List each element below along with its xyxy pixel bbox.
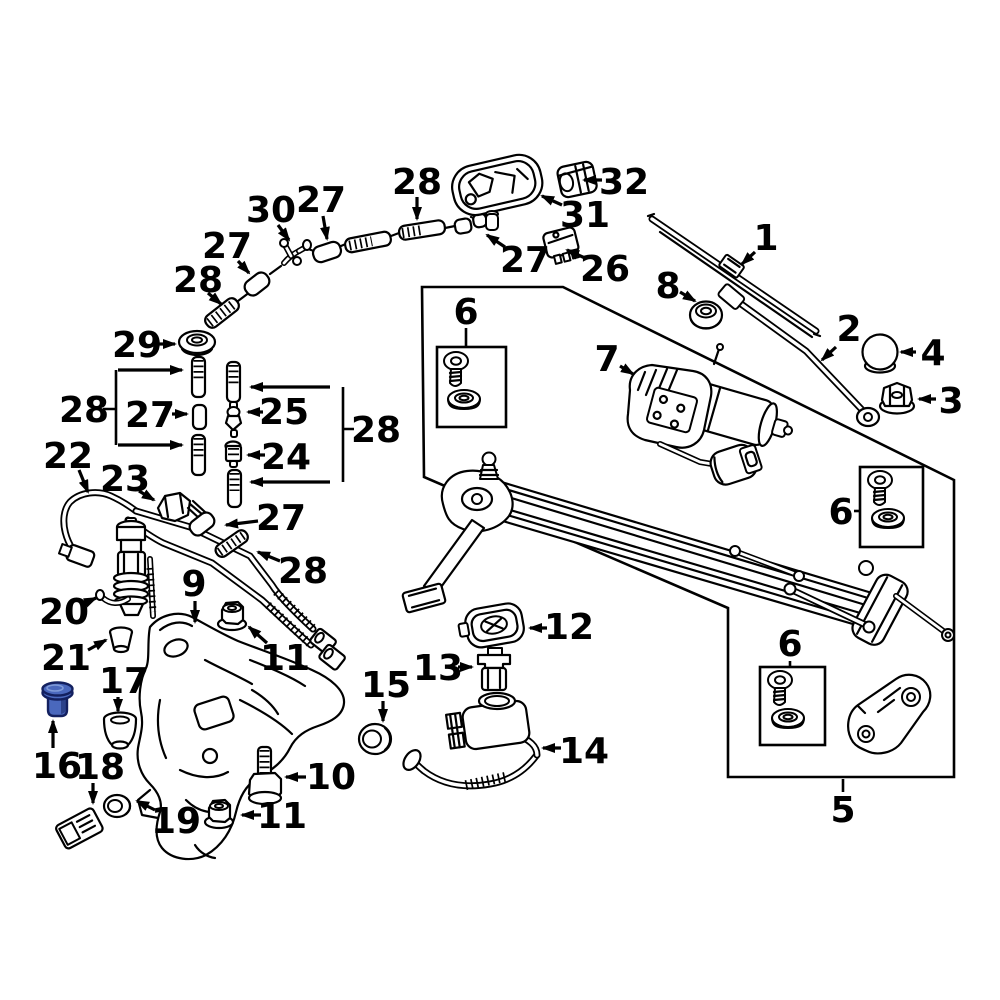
callout-7: 7 [594,339,619,380]
part-28-tube-mid-bottom [226,468,243,509]
part-32-grommet [556,160,598,199]
callout-6-top: 6 [453,292,478,333]
callout-21: 21 [41,638,91,679]
part-28-hose-end-mid [214,529,249,558]
linkage-bushing [709,443,763,486]
callout-18: 18 [75,747,125,788]
kit-box-6-top [435,345,508,429]
callout-2: 2 [836,309,861,350]
callout-5: 5 [830,790,855,831]
callout-12: 12 [544,607,594,648]
callout-9: 9 [181,564,206,605]
callout-13: 13 [413,648,463,689]
part-13-filter [476,647,512,692]
part-2-wiper-arm [717,283,881,428]
part-14-valve-with-hose [402,691,541,791]
callout-31: 31 [560,195,610,236]
callout-20: 20 [39,592,89,633]
callout-1: 1 [753,218,778,259]
callout-28-mid: 28 [278,551,328,592]
callout-27-upper-left: 27 [202,226,252,267]
callout-6-bottom: 6 [777,624,802,665]
hose-segment-threaded [344,230,392,254]
part-25-check-valve [224,401,243,438]
part-27-connector-a [243,271,271,297]
part-27-tube-left [191,403,208,431]
part-10-bolt [247,745,283,806]
callout-28-left-bracket: 28 [59,390,109,431]
part-4-cap [861,333,899,374]
callout-32: 32 [599,162,649,203]
part-27-connector-mid [188,511,216,537]
part-18-level-sensor [55,807,104,850]
kit-box-6-bottom [758,665,827,747]
callout-27-nozzle: 27 [500,240,550,281]
callout-23: 23 [100,459,150,500]
callout-29: 29 [112,325,162,366]
part-28-tube-left-bottom [190,433,207,477]
part-28-hose-end-upper-left [204,297,240,329]
part-3-spindle-nut [878,381,916,415]
part-1-wiper-blade [646,212,822,339]
part-8-pivot-cap [688,300,724,330]
callout-28-top: 28 [392,162,442,203]
part-28-hose-end-top [397,219,447,241]
callout-27-top: 27 [296,180,346,221]
callout-27-mid: 27 [256,498,306,539]
part-21-grommet [108,626,134,654]
part-23-bleed-valve [156,491,207,523]
callout-8: 8 [655,266,680,307]
callout-17: 17 [99,661,149,702]
part-9-washer-reservoir [136,612,346,861]
callout-26: 26 [580,249,630,290]
callout-11-upper: 11 [260,638,310,679]
callout-11-lower: 11 [257,796,307,837]
callout-28-upper-left: 28 [173,260,223,301]
part-27-connector-c [453,212,488,235]
part-28-tube-left-top [190,355,207,399]
part-5-wiper-linkage [401,451,955,646]
part-17-grommet [102,711,138,750]
callout-3: 3 [938,381,963,422]
part-5-mount-bracket [847,673,932,755]
part-24-valve [224,440,243,468]
callout-22: 22 [43,436,93,477]
part-11-nut-upper [216,600,248,632]
callout-10: 10 [306,757,356,798]
part-15-grommet [357,722,393,756]
callout-27-bracket: 27 [125,395,175,436]
part-28-tube-mid-top [225,360,242,404]
callout-19: 19 [151,801,201,842]
callout-28-right-bracket: 28 [351,410,401,451]
kit-box-6-right [858,465,925,549]
part-12-cap [457,602,525,649]
callout-4: 4 [920,333,945,374]
part-11-nut-lower [203,798,235,830]
callout-leaders [48,175,936,820]
part-19-seal [102,793,132,819]
callout-15: 15 [361,665,411,706]
washer-hose-chain [204,212,488,329]
part-31-washer-nozzle-housing [451,153,544,231]
callout-6-right: 6 [828,492,853,533]
part-27-connector-b [311,240,343,264]
callout-30: 30 [246,190,296,231]
callout-labels: 28 30 27 31 32 27 26 1 8 27 28 2 4 3 29 … [32,162,964,842]
part-29-grommet [177,329,217,357]
callout-25: 25 [259,392,309,433]
callout-24: 24 [261,437,311,478]
part-20-washer-pump [95,517,150,617]
callout-16-highlighted: 16 [32,746,82,787]
callout-14: 14 [559,731,609,772]
part-16-plug-highlighted [41,681,74,718]
